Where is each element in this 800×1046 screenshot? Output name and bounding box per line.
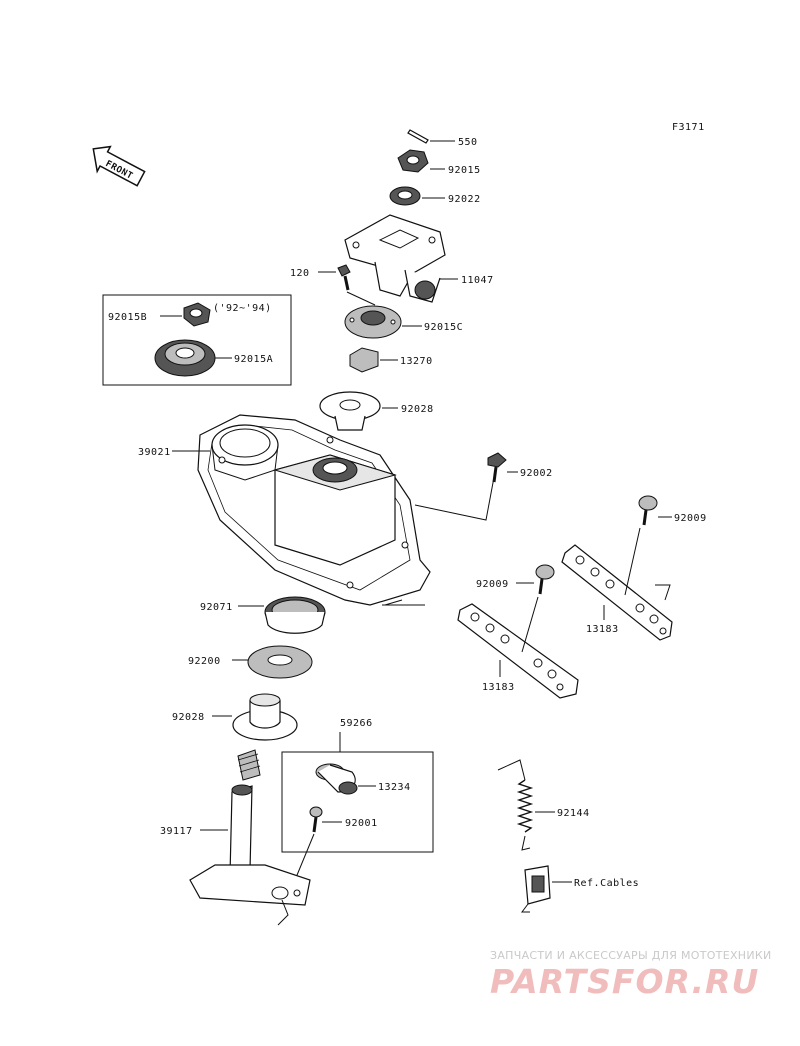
label-92002: 92002 [520, 468, 553, 479]
label-92001: 92001 [345, 818, 378, 829]
label-92009-b: 92009 [476, 579, 509, 590]
washer-part [389, 186, 445, 206]
screw-92009-a-part [638, 495, 672, 526]
watermark-tagline: ЗАПЧАСТИ И АКСЕССУАРЫ ДЛЯ МОТОТЕХНИКИ [490, 949, 772, 962]
label-13183-b: 13183 [482, 682, 515, 693]
steering-bracket-part [344, 214, 458, 303]
label-92200: 92200 [188, 656, 221, 667]
inset-flange-part [154, 339, 232, 377]
figure-id: F3171 [672, 122, 705, 133]
label-92144: 92144 [557, 808, 590, 819]
label-92009-a: 92009 [674, 513, 707, 524]
label-92015B: 92015B [108, 312, 147, 323]
label-92015: 92015 [448, 165, 481, 176]
seal-ring-part [238, 596, 326, 634]
inset-nut-part [160, 302, 211, 327]
label-ref-cables: Ref.Cables [574, 878, 639, 889]
bushing-upper-part [319, 391, 398, 431]
label-11047: 11047 [461, 275, 494, 286]
front-arrow-icon: FRONT [92, 145, 146, 187]
screw-92009-b-part [516, 564, 555, 595]
label-92015C: 92015C [424, 322, 463, 333]
label-39117: 39117 [160, 826, 193, 837]
leader-92002 [382, 471, 496, 606]
label-550: 550 [458, 137, 478, 148]
label-13270: 13270 [400, 356, 433, 367]
bolt-part [318, 264, 376, 306]
washer-92200-part [232, 645, 313, 679]
label-120: 120 [290, 268, 310, 279]
label-13234: 13234 [378, 782, 411, 793]
cable-end-13234-part [315, 763, 376, 795]
bushing-lower-part [212, 693, 298, 741]
label-39021: 39021 [138, 447, 171, 458]
castle-nut-part [397, 149, 445, 173]
flange-nut-part [344, 305, 422, 339]
block-part [349, 347, 398, 373]
cotter-pin-part [407, 129, 455, 144]
label-92022: 92022 [448, 194, 481, 205]
inset-box [102, 294, 292, 386]
label-59266: 59266 [340, 718, 373, 729]
plate-13183-a-part [561, 527, 673, 641]
label-92028-lower: 92028 [172, 712, 205, 723]
spring-part [497, 759, 555, 851]
label-92015A: 92015A [234, 354, 273, 365]
watermark-logo: PARTSFOR.RU [490, 962, 760, 1001]
label-92028-upper: 92028 [401, 404, 434, 415]
inset-note: ('92~'94) [213, 303, 272, 314]
plate-13183-b-part [457, 596, 579, 699]
label-13183-a: 13183 [586, 624, 619, 635]
housing-part [172, 414, 431, 606]
kit-59266-box [281, 751, 434, 853]
screw-92001-part [294, 806, 342, 881]
label-92071: 92071 [200, 602, 233, 613]
steering-shaft-part [189, 749, 311, 926]
cable-bracket-part [521, 865, 572, 913]
bolt-92002-part [487, 452, 518, 483]
